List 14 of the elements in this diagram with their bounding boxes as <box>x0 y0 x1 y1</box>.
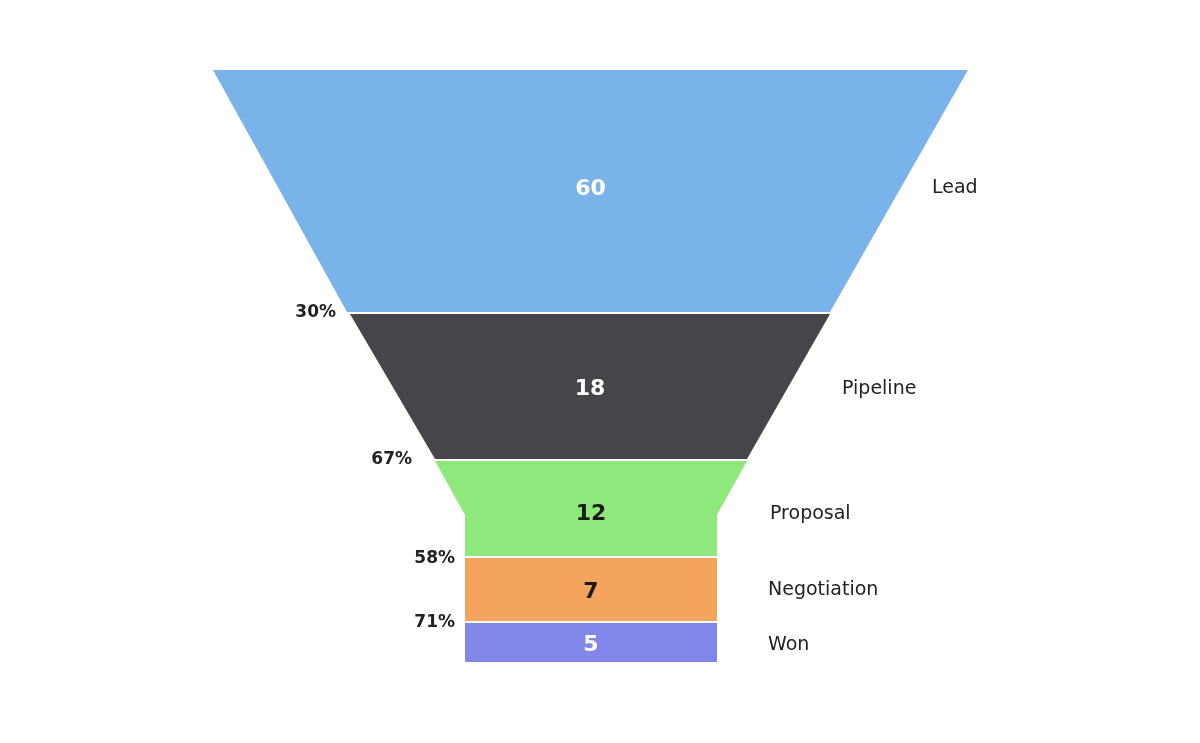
conversion-rate: 71% <box>414 611 455 631</box>
conversion-rate: 67% <box>371 448 412 468</box>
stage-label: Lead <box>932 175 978 197</box>
stage-label: Proposal <box>770 501 851 523</box>
stage-label: Negotiation <box>768 577 879 599</box>
segment-value: 12 <box>575 499 607 525</box>
segment-value: 18 <box>574 374 606 400</box>
segment-value: 60 <box>575 174 606 200</box>
segment-value: 7 <box>583 577 599 603</box>
conversion-rate: 58% <box>414 547 455 567</box>
stage-label: Won <box>768 632 810 654</box>
conversion-rate: 30% <box>295 301 336 321</box>
segment-value: 5 <box>583 630 599 656</box>
stage-label: Pipeline <box>842 376 917 398</box>
